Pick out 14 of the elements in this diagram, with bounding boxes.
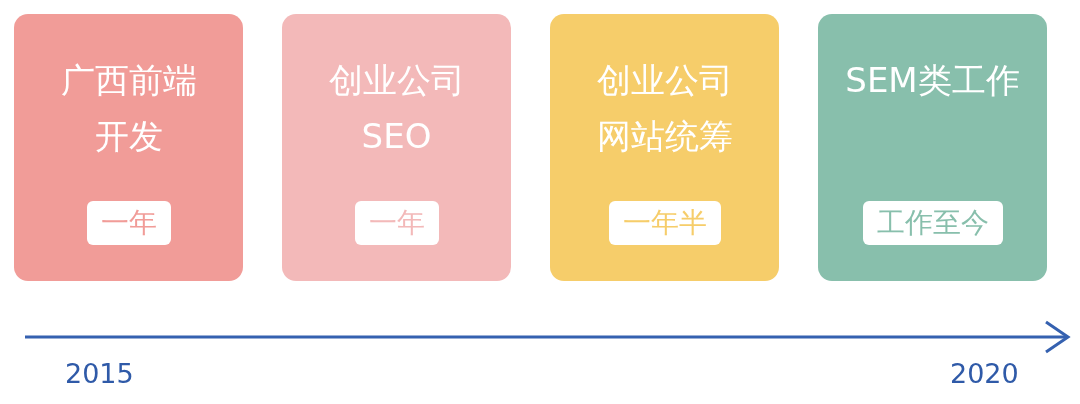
duration-badge: 一年 (86, 201, 171, 245)
timeline-card (818, 14, 1047, 281)
card-heading: SEM类工作 (844, 59, 1021, 102)
year-label: 2015 (65, 358, 134, 389)
duration-badge: 工作至今 (862, 201, 1003, 245)
timeline-card (14, 14, 243, 281)
year-label: 2020 (950, 358, 1019, 389)
card-heading: 创业公司SEO (327, 59, 466, 158)
duration-badge: 一年半 (608, 201, 721, 245)
timeline-card (282, 14, 511, 281)
card-heading: 广西前端开发 (59, 59, 198, 158)
duration-badge: 一年 (354, 201, 439, 245)
card-heading: 创业公司网站统筹 (595, 59, 734, 158)
timeline-card (550, 14, 779, 281)
